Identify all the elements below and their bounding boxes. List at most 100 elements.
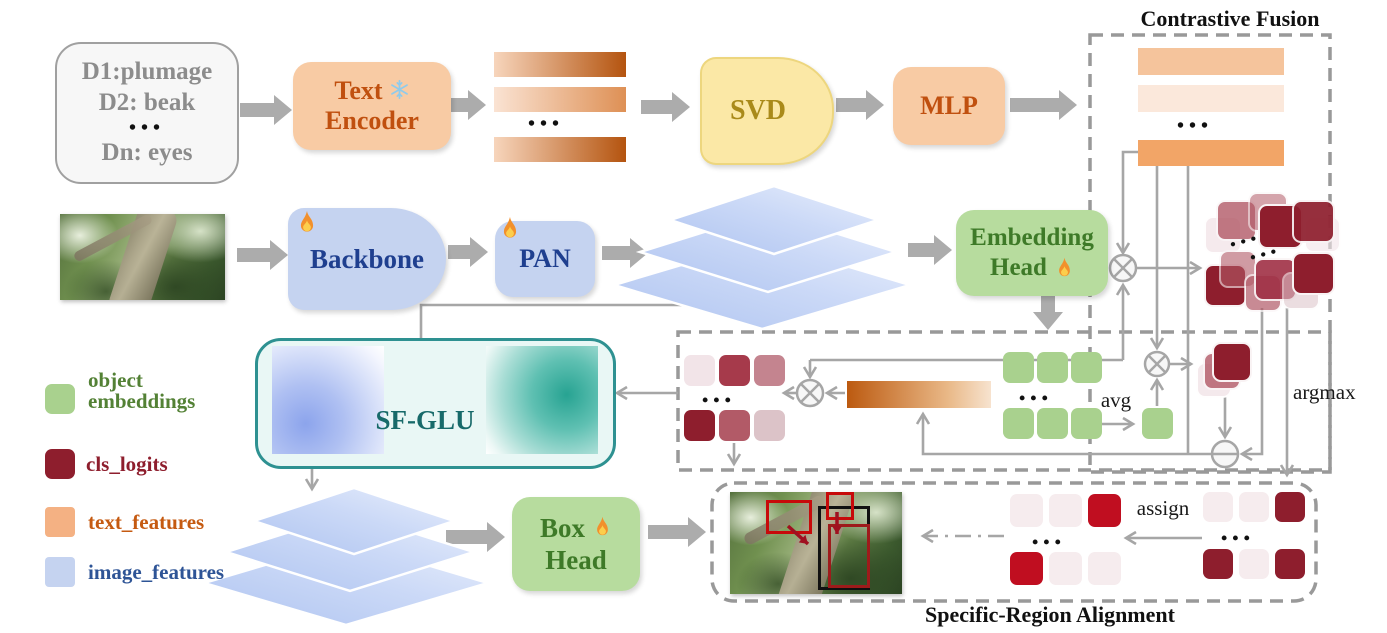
object-embedding-cell (1003, 408, 1034, 439)
object-embedding-cell (1071, 408, 1102, 439)
assign-label: assign (1136, 496, 1190, 520)
snowflake-icon (390, 79, 408, 99)
cls-logit-tile (1292, 200, 1335, 243)
text-feature-bar (494, 87, 626, 112)
legend-label-image-features: image_features (88, 560, 225, 584)
fused-text-dots: ••• (1177, 115, 1214, 137)
arrow-pan-to-pyramid (602, 238, 648, 268)
specific-region-alignment-title: Specific-Region Alignment (925, 602, 1175, 627)
fusion-region-box (676, 330, 1332, 472)
flame-icon (300, 210, 314, 232)
region-logit-cell (1203, 549, 1233, 579)
descriptions-box: D1:plumage D2: beak ••• Dn: eyes (55, 42, 239, 184)
region-logit-cell (1010, 552, 1043, 585)
multiply-operator-3 (795, 378, 825, 408)
cls-logit-tile (1212, 342, 1252, 382)
arrow-mlp-to-fusion (1010, 90, 1077, 120)
object-embedding-cell (1003, 352, 1034, 383)
connector-lines (304, 150, 1295, 546)
embedding-head-block: Embedding Head (956, 210, 1108, 296)
text-feature-dots: ••• (528, 113, 565, 135)
legend-label-object-embeddings: object embeddings (88, 368, 196, 413)
grid-dots: ••• (1032, 532, 1066, 552)
description-line-1: D1:plumage (81, 58, 213, 86)
subtract-operator (1210, 439, 1240, 469)
region-assign-arrows (786, 512, 842, 546)
region-logit-cell (1239, 549, 1269, 579)
region-logit-grid-right: ••• (1203, 492, 1305, 580)
flame-icon (1059, 257, 1070, 276)
cls-logit-cluster: ••• ••• (1204, 190, 1341, 312)
region-logit-cell (1049, 552, 1082, 585)
bounding-box-red (826, 492, 854, 520)
text-feature-bar (494, 137, 626, 162)
aligned-text-bar (847, 381, 991, 408)
bounding-box-red (766, 500, 812, 534)
multiply-operator-1 (1108, 253, 1138, 283)
input-image (60, 214, 225, 300)
legend-swatch-object-embeddings (45, 384, 75, 414)
legend-swatch-cls-logits (45, 449, 75, 479)
sf-glu-label: SF-GLU (375, 405, 475, 435)
arrow-embeddinghead-down (1033, 292, 1063, 330)
backbone-label: Backbone (309, 243, 425, 274)
grid-dots: ••• (1221, 528, 1255, 548)
multiply-operator-2 (1143, 350, 1171, 378)
arrow-image-to-backbone (237, 240, 288, 270)
avg-label: avg (1100, 388, 1132, 412)
object-embedding-cell (1037, 408, 1068, 439)
cls-logit-cell (719, 410, 750, 441)
embedding-head-label-2: Head (990, 254, 1047, 281)
object-embedding-cell (1071, 352, 1102, 383)
text-encoder-label-2: Encoder (325, 106, 419, 135)
region-logit-cell (1275, 492, 1305, 522)
text-gate-map (486, 346, 598, 454)
arrow-svd-to-mlp (836, 90, 884, 120)
region-logit-grid-left: ••• (1010, 494, 1122, 586)
region-logit-cell (1239, 492, 1269, 522)
feature-pyramid (609, 184, 915, 331)
legend-swatch-image-features (45, 557, 75, 587)
mlp-label: MLP (920, 91, 978, 120)
region-logit-cell (1010, 494, 1043, 527)
svd-label: SVD (729, 95, 786, 126)
text-encoder-block: Text Encoder (293, 62, 451, 150)
region-logit-cell (1203, 492, 1233, 522)
cls-logit-cell (754, 410, 785, 441)
detection-image (730, 492, 902, 594)
grid-dots: ••• (1019, 388, 1053, 408)
pan-label: PAN (519, 244, 571, 273)
specific-region-alignment-box (710, 481, 1318, 603)
region-logit-cell (1275, 549, 1305, 579)
region-logit-cell (1049, 494, 1082, 527)
text-feature-bar (494, 52, 626, 77)
arrow-backbone-to-pan (448, 237, 488, 267)
legend-swatch-text-features (45, 507, 75, 537)
legend-label-text-features: text_features (88, 510, 205, 534)
object-embedding-grid: ••• (1003, 352, 1102, 439)
embedding-head-label-1: Embedding (970, 224, 1094, 251)
cls-logit-cell (684, 410, 715, 441)
arrow-textencoder-to-bars (443, 90, 486, 120)
feature-pyramid-2 (199, 486, 493, 627)
arrow-boxhead-to-sra (648, 517, 706, 547)
fused-text-bar (1138, 140, 1284, 166)
region-logit-cell (1088, 494, 1121, 527)
grid-dots: ••• (702, 390, 736, 410)
argmax-label: argmax (1293, 380, 1356, 404)
arrow-desc-to-textencoder (240, 95, 292, 125)
description-dots: ••• (128, 117, 165, 140)
legend-label-cls-logits: cls_logits (86, 452, 168, 476)
arrow-pyramid2-to-boxhead (446, 522, 505, 552)
object-embedding-cell (1037, 352, 1068, 383)
image-gate-map (272, 346, 384, 454)
contrastive-fusion-title: Contrastive Fusion (1140, 6, 1320, 31)
cls-logit-cell (719, 355, 750, 386)
cls-logit-grid: ••• (684, 355, 786, 441)
svd-block: SVD (700, 57, 834, 165)
avg-embedding (1142, 408, 1173, 439)
backbone-block: Backbone (288, 208, 446, 310)
flame-icon (503, 216, 517, 238)
box-head-block: Box Head (512, 497, 640, 591)
